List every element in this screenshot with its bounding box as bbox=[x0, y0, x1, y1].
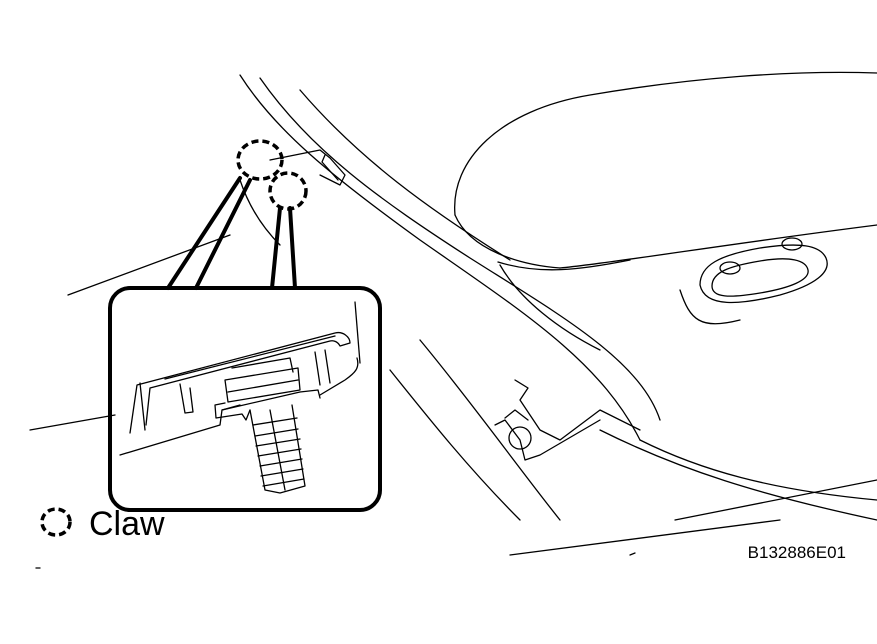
dashed-circle-icon bbox=[40, 507, 72, 537]
detail-inset bbox=[108, 286, 382, 512]
detail-leader-lines bbox=[166, 176, 297, 290]
legend: Claw bbox=[40, 505, 165, 543]
figure-code: B132886E01 bbox=[748, 543, 846, 562]
claw-marker-1 bbox=[236, 139, 284, 181]
claw-markers bbox=[236, 139, 308, 211]
seat-illustration bbox=[29, 71, 877, 556]
legend-label: Claw bbox=[89, 505, 165, 543]
detail-frame bbox=[108, 286, 382, 512]
claw-marker-2 bbox=[268, 171, 308, 211]
